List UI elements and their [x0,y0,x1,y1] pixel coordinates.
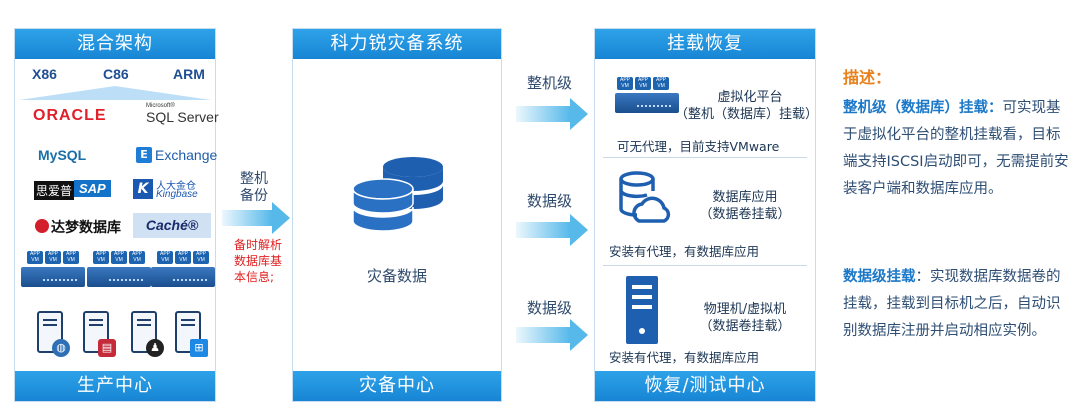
recovery-header: 挂载恢复 [595,29,815,59]
database-stack-icon [352,157,443,232]
database-cloud-icon [619,171,671,223]
description-title: 描述： [843,68,892,87]
recovery-vm-host: APP VM APP VM APP VM [615,77,679,115]
cache-logo: Caché® [133,213,211,238]
sqlserver-logo: SQL Server [146,109,219,125]
mysql-logo: MySQL [38,147,87,163]
panel-3-note: 安装有代理，有数据库应用 [609,350,760,365]
description-p1-keyword: 整机级（数据库）挂载： [843,100,1003,116]
globe-icon: ◍ [52,339,70,357]
server-tower-globe: ◍ [37,311,70,357]
recovery-footer: 恢复/测试中心 [595,371,815,401]
backup-note-line2: 数据库基 [234,254,283,268]
panel-1-separator [603,157,807,158]
sqlserver-logo-prefix: Microsoft® [146,103,175,109]
mount-level-2: 数据级 [527,192,573,210]
arch-x86: X86 [32,66,57,82]
dameng-logo: 达梦数据库 [51,219,121,235]
oracle-logo: ORACLE [33,107,107,124]
kingbase-logo: Kingbase [156,189,198,200]
description-p2-keyword: 数据级挂载 [843,269,916,285]
server-tower-linux: ♟ [131,311,164,357]
windows-icon: ⊞ [190,339,208,357]
database-badge-icon: ▤ [98,339,116,357]
production-center-column: 混合架构 X86 C86 ARM ORACLE Microsoft® SQL S… [14,28,219,402]
linux-icon: ♟ [146,339,164,357]
panel-1-subtitle: （整机（数据库）挂载） [675,107,819,122]
description-paragraph-2: 数据级挂载：实现数据库数据卷的挂载，挂载到目标机之后，自动识别数据库注册并启动相… [843,264,1073,345]
kingbase-icon: K [133,179,153,199]
backup-label-line2: 备份 [240,188,268,204]
panel-2-title: 数据库应用 [712,190,778,205]
description-paragraph-1: 整机级（数据库）挂载：可实现基于虚拟化平台的整机挂载看，目标端支持ISCSI启动… [843,95,1073,203]
arch-arm: ARM [173,66,205,82]
mount-level-3: 数据级 [527,299,573,317]
server-tower-windows: ⊞ [175,311,208,357]
sap-logo: SAP [74,180,111,197]
dr-center-column: 科力锐灾备系统 灾备数据 灾备中心 [292,28,502,402]
arch-c86: C86 [103,66,129,82]
dameng-icon [35,219,49,233]
vm-host-1: APP VM APP VM APP VM [21,251,85,289]
dr-header: 科力锐灾备系统 [293,29,501,59]
backup-arrow-body [222,210,272,226]
backup-note-line3: 本信息; [234,270,275,284]
mount-arrow-3-body [516,327,570,343]
server-tower-icon [626,276,658,344]
panel-3-subtitle: （数据卷挂载） [699,319,791,334]
panel-1-note: 可无代理，目前支持VMware [617,139,780,154]
arch-triangle [19,86,211,100]
sap-logo-prefix: 思爱普 [34,181,75,200]
backup-note-line1: 备时解析 [234,238,283,252]
panel-2-subtitle: （数据卷挂载） [699,207,791,222]
server-tower-db: ▤ [83,311,116,357]
production-footer: 生产中心 [15,371,215,401]
panel-3-title: 物理机/虚拟机 [703,302,787,317]
exchange-icon: E [136,147,152,163]
mount-arrow-2-head [570,214,588,246]
dr-data-label: 灾备数据 [366,267,427,285]
production-header: 混合架构 [15,29,215,59]
kingbase-logo-cn: 人大金仓 [156,181,196,192]
recovery-center-column: 挂载恢复 APP VM APP VM APP VM 虚拟化平台 （整机（数据库）… [594,28,819,402]
dr-footer: 灾备中心 [293,371,501,401]
mount-arrow-1-head [570,98,588,130]
backup-label-line1: 整机 [240,171,268,187]
exchange-logo: Exchange [155,147,218,163]
panel-2-note: 安装有代理，有数据库应用 [609,244,760,259]
mount-arrow-1-body [516,106,570,122]
panel-2-separator [603,265,807,266]
vm-host-2: APP VM APP VM APP VM [87,251,151,289]
description-p2-text: ：实现数据库数据卷的挂载，挂载到目标机之后，自动识别数据库注册并启动相应实例。 [843,269,1061,339]
mount-arrow-3-head [570,319,588,351]
panel-1-title: 虚拟化平台 [717,90,783,105]
description-p1-text: 可实现基于虚拟化平台的整机挂载看，目标端支持ISCSI启动即可，无需提前安装客户… [843,100,1069,197]
backup-arrow-head [272,202,290,234]
vm-host-3: APP VM APP VM APP VM [151,251,215,289]
mount-arrow-2-body [516,222,570,238]
mount-level-1: 整机级 [527,74,573,92]
